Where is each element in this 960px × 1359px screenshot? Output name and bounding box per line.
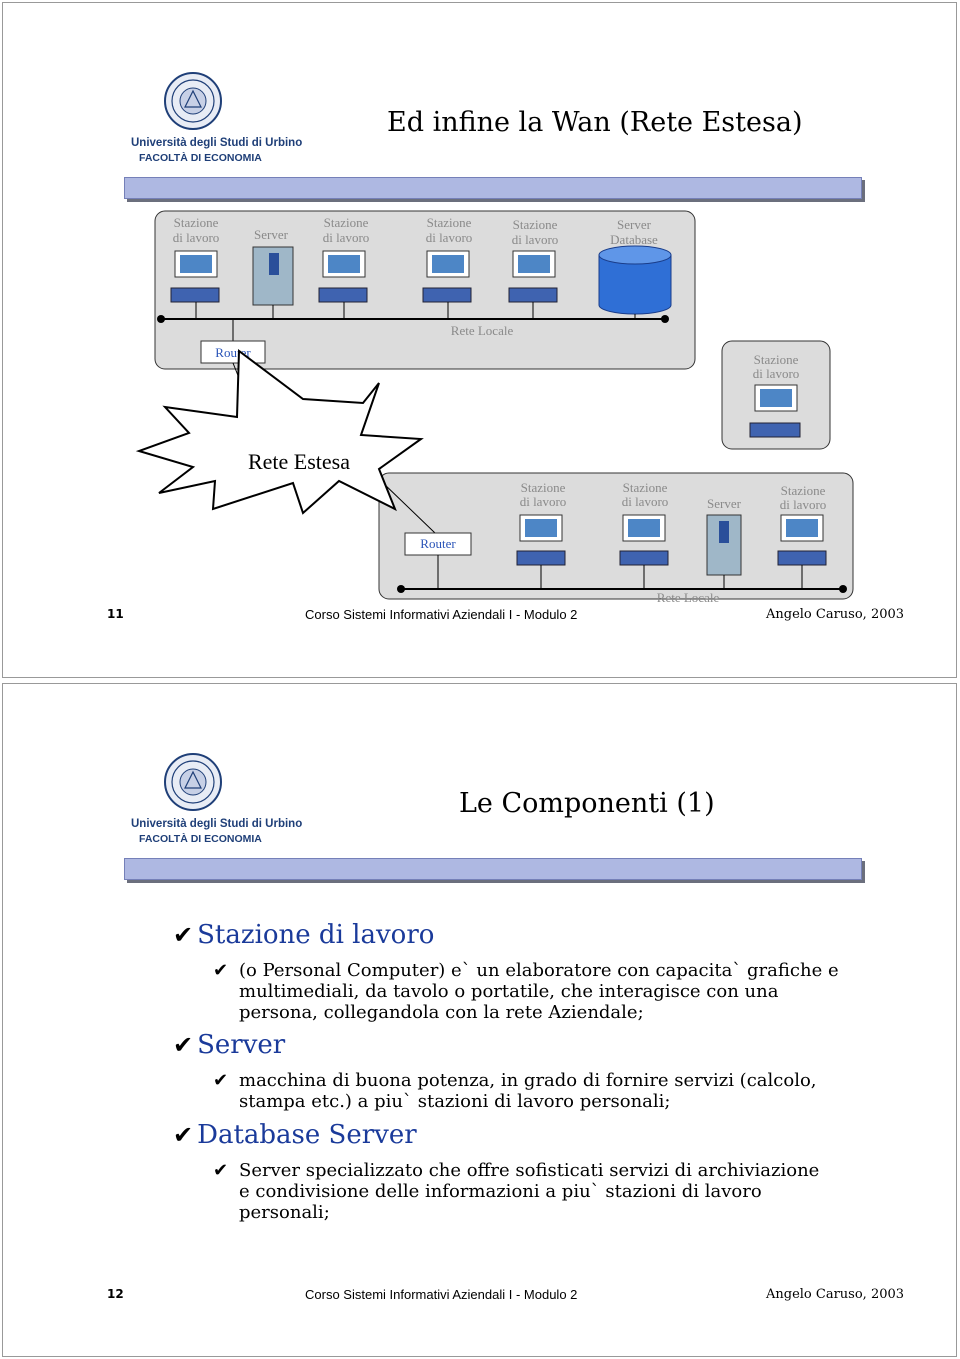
workstation-icon bbox=[318, 250, 368, 303]
lan2-node-label: Stazione bbox=[521, 480, 566, 495]
sub-bullet: ✔ (o Personal Computer) e` un elaborator… bbox=[213, 960, 839, 1023]
extra-node-label: di lavoro bbox=[753, 366, 800, 381]
wan-label: Rete Estesa bbox=[248, 449, 350, 474]
sub-line: Server specializzato che offre sofistica… bbox=[239, 1160, 820, 1181]
author: Angelo Caruso, 2003 bbox=[766, 1287, 905, 1302]
checkmark-icon: ✔ bbox=[173, 1121, 194, 1149]
bullet-heading: Server bbox=[197, 1030, 286, 1060]
checkmark-icon: ✔ bbox=[173, 921, 194, 949]
sub-line: personali; bbox=[239, 1202, 330, 1223]
lan1-node-label: Server bbox=[254, 227, 289, 242]
university-name: Università degli Studi di Urbino bbox=[131, 818, 303, 830]
lan2-node-label: Stazione bbox=[781, 483, 826, 498]
university-seal-icon bbox=[164, 72, 222, 130]
page-number: 12 bbox=[107, 1287, 124, 1301]
faculty-name: FACOLTÀ DI ECONOMIA bbox=[139, 833, 262, 845]
title-bar bbox=[124, 858, 862, 880]
lan2-node-label: Stazione bbox=[623, 480, 668, 495]
workstation-icon bbox=[619, 514, 669, 566]
course-name: Corso Sistemi Informativi Aziendali I - … bbox=[305, 607, 578, 622]
university-name: Università degli Studi di Urbino bbox=[131, 137, 303, 149]
checkmark-icon: ✔ bbox=[213, 960, 229, 981]
workstation-icon bbox=[508, 250, 558, 303]
lan1-node-label: Stazione bbox=[174, 215, 219, 230]
sub-bullet: ✔ Server specializzato che offre sofisti… bbox=[213, 1160, 820, 1223]
database-icon bbox=[598, 245, 672, 315]
sub-line: multimediali, da tavolo o portatile, che… bbox=[239, 981, 779, 1002]
workstation-icon bbox=[170, 250, 220, 303]
checkmark-icon: ✔ bbox=[173, 1031, 194, 1059]
lan1-node-label: di lavoro bbox=[173, 230, 220, 245]
lan1-node-label: Stazione bbox=[324, 215, 369, 230]
extra-node-label: Stazione bbox=[754, 352, 799, 367]
server-icon bbox=[706, 514, 742, 576]
lan1-node-label: di lavoro bbox=[426, 230, 473, 245]
lan1-network-label: Rete Locale bbox=[451, 323, 514, 338]
lan2-network-label: Rete Locale bbox=[657, 590, 720, 605]
bullet-heading: Stazione di lavoro bbox=[197, 920, 435, 950]
page-number: 11 bbox=[107, 607, 124, 621]
slide-title: Ed infine la Wan (Rete Estesa) bbox=[387, 107, 803, 138]
server-icon bbox=[252, 246, 294, 306]
sub-line: persona, collegandola con la rete Aziend… bbox=[239, 1002, 644, 1023]
slide-title: Le Componenti (1) bbox=[459, 788, 715, 819]
lan2-node-label: di lavoro bbox=[520, 494, 567, 509]
bullet-database-server: ✔Database Server bbox=[173, 1120, 417, 1150]
faculty-name: FACOLTÀ DI ECONOMIA bbox=[139, 152, 262, 164]
workstation-icon bbox=[516, 514, 566, 566]
slide-11: Università degli Studi di Urbino FACOLTÀ… bbox=[2, 2, 957, 678]
sub-line: macchina di buona potenza, in grado di f… bbox=[239, 1070, 817, 1091]
lan1-node-label: Stazione bbox=[513, 217, 558, 232]
author: Angelo Caruso, 2003 bbox=[766, 607, 905, 622]
slide-12: Università degli Studi di Urbino FACOLTÀ… bbox=[2, 683, 957, 1357]
lan1-node-label: Server bbox=[617, 217, 652, 232]
lan1-node-label: di lavoro bbox=[512, 232, 559, 247]
university-logo: Università degli Studi di Urbino FACOLTÀ… bbox=[131, 71, 302, 171]
university-logo: Università degli Studi di Urbino FACOLTÀ… bbox=[131, 752, 302, 852]
checkmark-icon: ✔ bbox=[213, 1160, 229, 1181]
title-bar bbox=[124, 177, 862, 199]
lan1-node-label: di lavoro bbox=[323, 230, 370, 245]
lan1-node-label: Database bbox=[610, 232, 658, 247]
lan2-node-label: di lavoro bbox=[622, 494, 669, 509]
lan2-node-label: Server bbox=[707, 496, 742, 511]
sub-line: e condivisione delle informazioni a piu`… bbox=[239, 1181, 762, 1202]
university-seal-icon bbox=[164, 753, 222, 811]
workstation-icon bbox=[749, 384, 801, 438]
workstation-icon bbox=[777, 514, 827, 566]
sub-line: stampa etc.) a piu` stazioni di lavoro p… bbox=[239, 1091, 671, 1112]
course-name: Corso Sistemi Informativi Aziendali I - … bbox=[305, 1287, 578, 1302]
workstation-icon bbox=[422, 250, 472, 303]
lan2-node-label: di lavoro bbox=[780, 497, 827, 512]
checkmark-icon: ✔ bbox=[213, 1070, 229, 1091]
bullet-workstation: ✔Stazione di lavoro bbox=[173, 920, 434, 950]
wan-diagram: Stazione di lavoro Server Stazione di la… bbox=[135, 210, 854, 605]
sub-bullet: ✔ macchina di buona potenza, in grado di… bbox=[213, 1070, 817, 1112]
bullet-server: ✔Server bbox=[173, 1030, 285, 1060]
sub-line: (o Personal Computer) e` un elaboratore … bbox=[239, 960, 839, 981]
bullet-heading: Database Server bbox=[197, 1120, 417, 1150]
lan1-node-label: Stazione bbox=[427, 215, 472, 230]
wan-starburst bbox=[135, 349, 424, 515]
router2-label: Router bbox=[420, 536, 456, 551]
